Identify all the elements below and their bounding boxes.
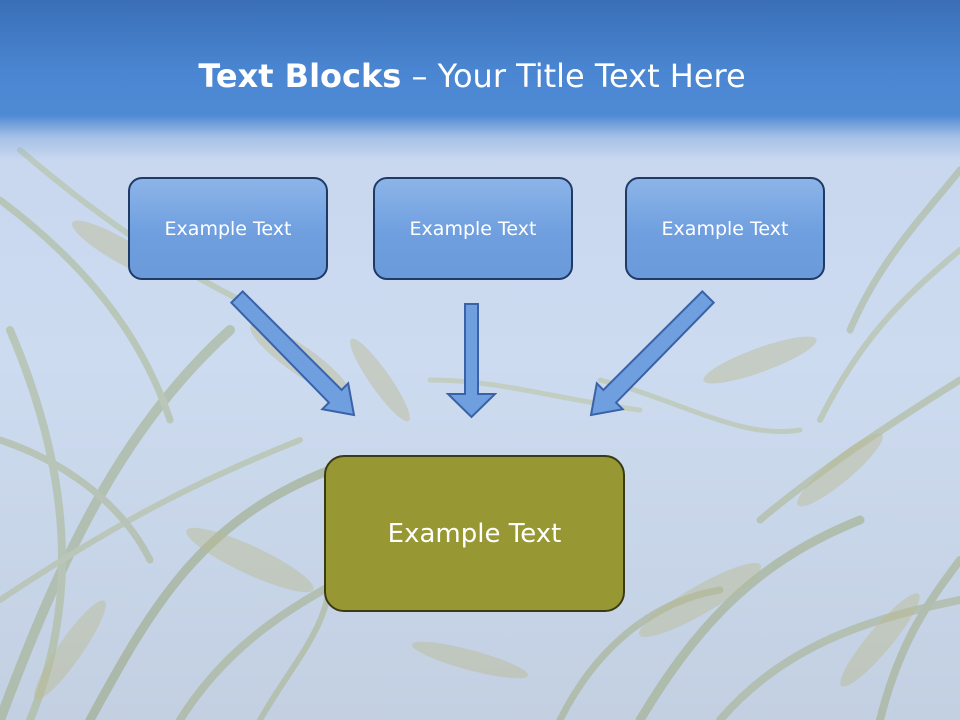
text-block-left[interactable]: Example Text: [128, 177, 328, 280]
text-block-center[interactable]: Example Text: [324, 455, 625, 612]
title-text: Your Title Text Here: [437, 57, 746, 95]
title-band: [0, 0, 960, 160]
slide-title: Text Blocks – Your Title Text Here: [0, 52, 944, 100]
text-block-right[interactable]: Example Text: [625, 177, 825, 280]
title-dash: –: [401, 57, 438, 95]
title-bold-text: Text Blocks: [198, 57, 402, 95]
text-block-middle[interactable]: Example Text: [373, 177, 573, 280]
